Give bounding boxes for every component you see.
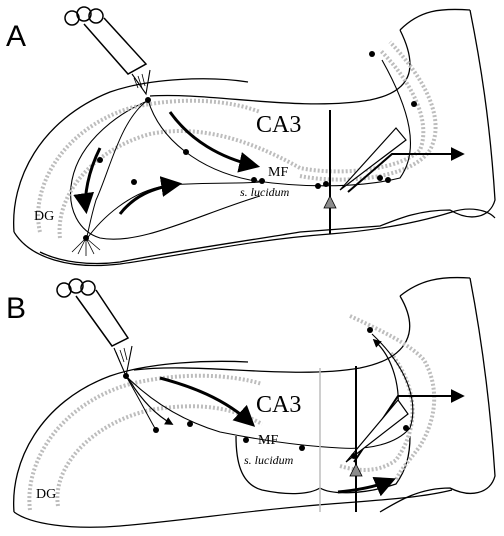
recording-electrode-icon [340,128,406,190]
granule-axon-a [86,100,148,240]
fiber-label-a: MF [268,165,288,180]
arrow-up-a [120,184,178,214]
panel-b: B [6,278,495,528]
panel-a: A [6,7,495,266]
arrow-down-a [86,148,100,210]
region-label-b: CA3 [256,392,301,418]
dg-axon-a [86,182,260,240]
cell-layer-a [38,50,423,238]
pyramidal-cell-icon [324,196,336,208]
region-label-a: CA3 [256,112,301,138]
slice-outline-b [14,278,495,512]
arrow-mf-b [160,378,252,424]
layer-label-a: s. lucidum [240,185,290,199]
gyrus-label-b: DG [36,487,56,502]
layer-label-b: s. lucidum [244,453,294,467]
arrow-mf-a [170,112,256,166]
cell-layer-b [29,376,262,510]
fiber-label-b: MF [258,433,278,448]
hilus-boundary-a [71,100,260,239]
gyrus-label-a: DG [34,209,54,224]
arrow-bottom-b [338,480,392,492]
panel-letter-b: B [6,292,26,325]
stimulating-electrode-icon-b [57,279,132,376]
panel-letter-a: A [6,20,26,53]
granule-cell-icon [72,235,100,256]
granule-axon-b [126,376,156,430]
stimulating-electrode-icon [65,7,150,94]
